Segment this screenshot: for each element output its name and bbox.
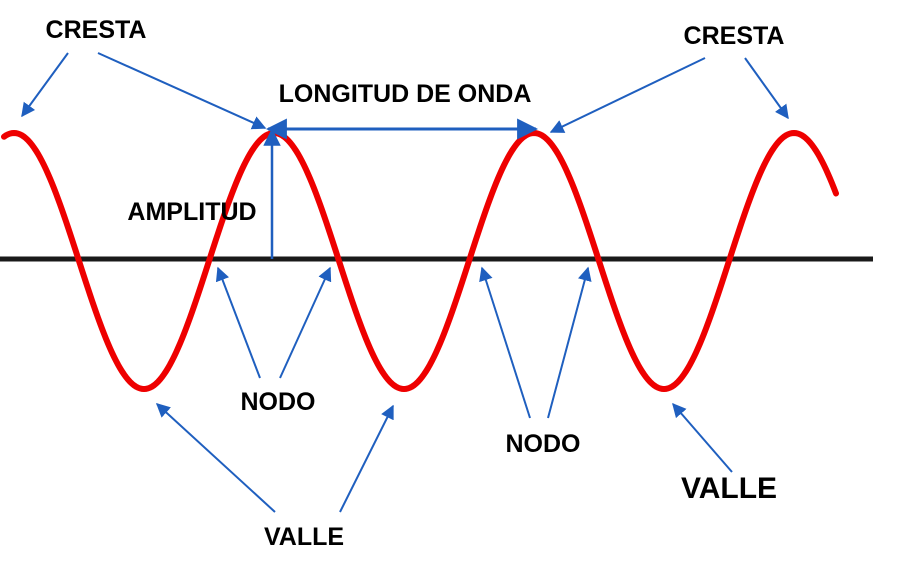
trough-label-bottom: VALLE bbox=[264, 523, 344, 551]
node-arrow-1 bbox=[215, 266, 261, 379]
crest-arrow-peak-1 bbox=[97, 52, 267, 130]
trough-arrow-3 bbox=[672, 402, 733, 473]
trough-label-right: VALLE bbox=[681, 472, 777, 505]
node-arrow-2 bbox=[279, 266, 332, 379]
node-label-right: NODO bbox=[506, 430, 581, 458]
crest-arrow-left bbox=[21, 52, 69, 118]
node-label-left: NODO bbox=[241, 388, 316, 416]
node-arrow-3 bbox=[479, 266, 531, 419]
crest-label-right: CRESTA bbox=[684, 22, 785, 50]
node-arrow-4 bbox=[547, 266, 592, 419]
trough-arrow-2 bbox=[339, 404, 394, 513]
wavelength-label: LONGITUD DE ONDA bbox=[279, 80, 532, 108]
sine-wave bbox=[1, 129, 839, 393]
crest-arrow-right bbox=[744, 57, 789, 120]
crest-arrow-peak-2 bbox=[549, 57, 706, 133]
crest-label-left: CRESTA bbox=[46, 16, 147, 44]
trough-arrow-1 bbox=[155, 403, 276, 513]
amplitude-label: AMPLITUD bbox=[127, 198, 256, 226]
